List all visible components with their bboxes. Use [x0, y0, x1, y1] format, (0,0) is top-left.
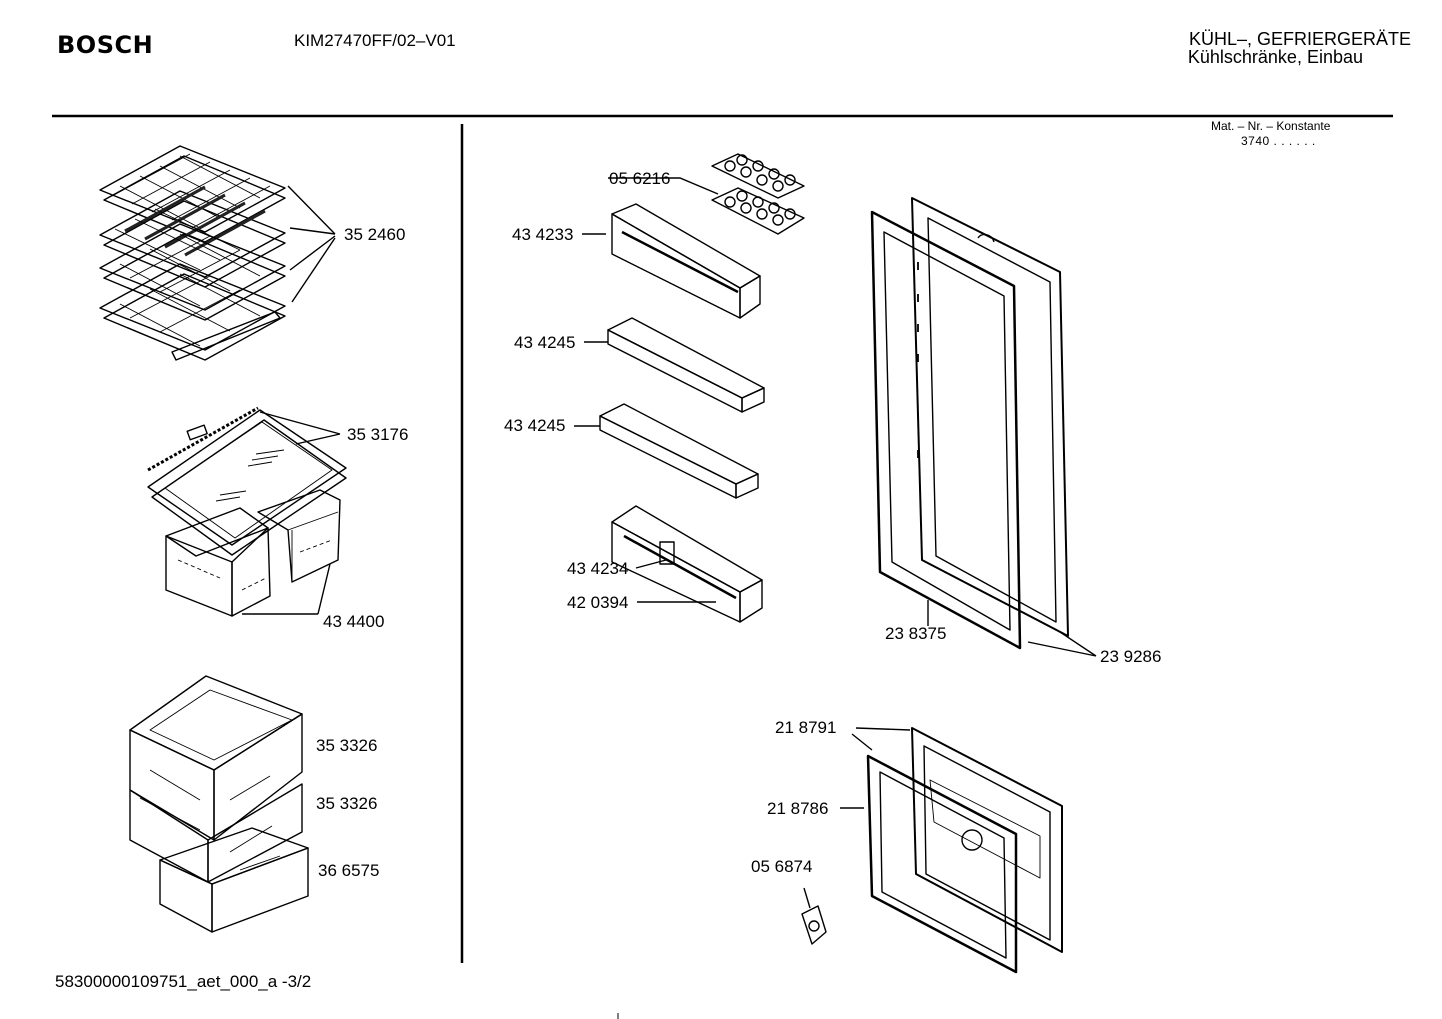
category-subtitle: Kühlschränke, Einbau: [1187, 47, 1363, 67]
callout-freezer-door-a: 21 8791: [775, 718, 837, 737]
callout-shelves-wire: 35 2460: [344, 225, 406, 244]
callout-freezer-door-b: 21 8786: [767, 799, 829, 818]
callout-door-shelf-2: 43 4245: [514, 333, 576, 352]
callout-freezer-knob: 05 6874: [751, 857, 813, 876]
door-panel-illustration: [870, 197, 1069, 650]
callout-door-shelf-top: 43 4233: [512, 225, 574, 244]
callout-door-panel: 23 9286: [1100, 647, 1162, 666]
leader-lines: [242, 177, 1097, 909]
knob-illustration: [801, 905, 827, 945]
door-shelf-top-illustration: [611, 203, 761, 319]
door-shelf-3-illustration: [599, 403, 759, 499]
callout-drawer-upper: 35 3326: [316, 736, 378, 755]
document-reference: 58300000109751_aet_000_a -3/2: [55, 972, 312, 991]
crisper-bins-illustration: [165, 489, 341, 617]
wire-shelves-illustration: [99, 145, 286, 361]
callout-drawer-middle: 35 3326: [316, 794, 378, 813]
door-shelf-bottom-illustration: [611, 505, 763, 623]
mat-nr-label: Mat. – Nr. – Konstante: [1211, 119, 1331, 133]
callout-door-shelf-3: 43 4245: [504, 416, 566, 435]
callout-crisper-small: 43 4400: [323, 612, 385, 631]
category-title: KÜHL–, GEFRIERGERÄTE: [1188, 29, 1411, 49]
door-shelf-2-illustration: [607, 317, 765, 413]
callout-glass-shelf: 35 3176: [347, 425, 409, 444]
callout-egg-tray: 05 6216: [609, 169, 671, 188]
callout-drawer-lower: 36 6575: [318, 861, 380, 880]
drawer-upper-illustration: [129, 675, 303, 841]
brand-logo: BOSCH: [57, 31, 154, 59]
glass-shelf-illustration: [147, 406, 347, 556]
freezer-door-illustration: [866, 727, 1063, 974]
drawer-lower-illustration: [159, 827, 309, 933]
callout-bottle-retainer: 42 0394: [567, 593, 629, 612]
egg-tray-illustration: [711, 153, 805, 235]
mat-nr-value: 3740 . . . . . .: [1241, 134, 1316, 148]
callout-door-shelf-bottom: 43 4234: [567, 559, 629, 578]
model-number: KIM27470FF/02–V01: [294, 31, 456, 50]
callout-door-gasket: 23 8375: [885, 624, 947, 643]
drawer-middle-illustration: [129, 783, 303, 883]
